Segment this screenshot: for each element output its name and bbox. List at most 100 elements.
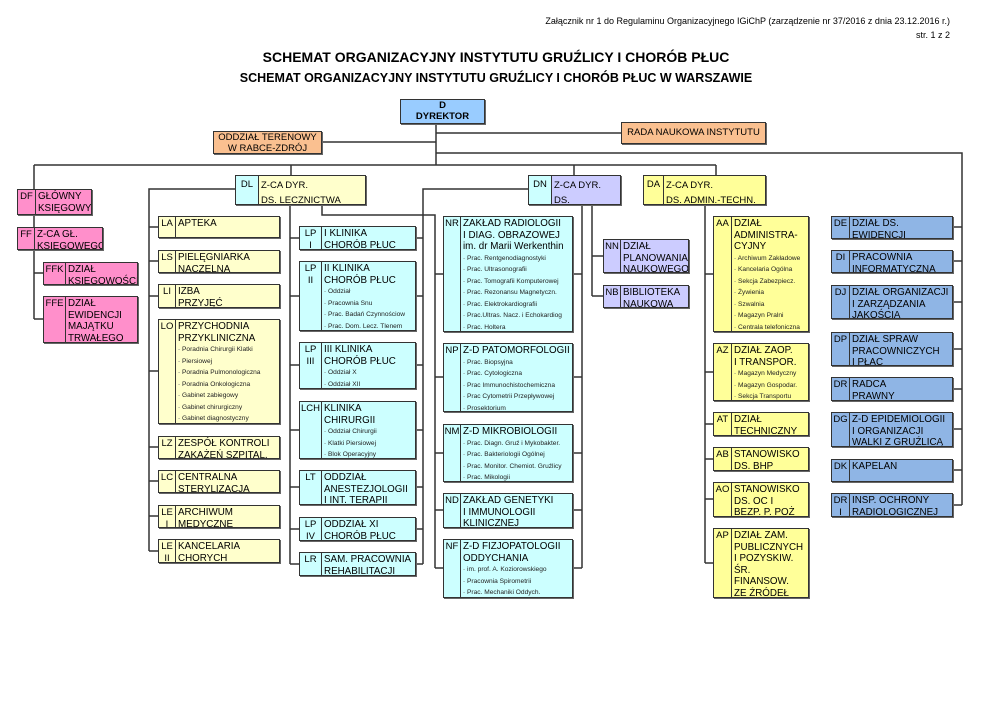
unit-body: Z-CA DYR. DS. LECZNICTWA	[259, 176, 342, 204]
sub-unit-item: Magazyn Gospodar.	[734, 380, 797, 392]
unit-body: KANCELARIA CHORYCH	[176, 540, 241, 562]
unit-name: Z-CA GŁ. KSIĘGOWEGO	[37, 229, 102, 249]
sub-unit-item: Oddział X	[324, 367, 396, 379]
unit-body: III KLINIKA CHORÓB PŁUCOddział XOddział …	[322, 343, 397, 388]
unit-code: LS	[159, 251, 176, 272]
sub-unit-item: Prac Immunochistochemiczna	[463, 380, 570, 392]
unit-name: DZIAŁ TECHNICZNY	[734, 414, 798, 435]
unit-name: STANOWISKO DS. BHP	[734, 449, 800, 470]
branch-office-box[interactable]: ODDZIAŁ TERENOWY W RABCE-ZDRÓJ	[213, 131, 322, 154]
unit-name: SAM. PRACOWNIA REHABILITACJI	[324, 554, 412, 575]
sub-unit-item: Blok Operacyjny	[324, 449, 414, 458]
unit-body: STANOWISKO DS. BHP	[732, 448, 801, 470]
director-box[interactable]: D DYREKTOR	[400, 99, 485, 124]
unit-body: I KLINIKA CHORÓB PŁUC	[322, 227, 397, 249]
unit-code: LZ	[159, 437, 176, 458]
unit-name: DZIAŁ EWIDENCJI MAJĄTKU TRWAŁEGO	[68, 298, 124, 342]
sub-unit-item: Prac. Mikologii	[463, 472, 562, 481]
unit-code: DR	[832, 378, 850, 400]
unit-box-np[interactable]: NPZ-D PATOMORFOLOGIIPrac. BiopsyjnaPrac.…	[443, 343, 573, 412]
unit-code: LE I	[159, 506, 176, 530]
unit-box-dn[interactable]: DNZ-CA DYR. DS. NAUKOWYCH	[528, 175, 621, 205]
sub-unit-item: Prac. Bakteriologii Ogólnej	[463, 449, 562, 461]
unit-body: KLINIKA CHIRURGIIOddział ChirurgiiKlatki…	[322, 402, 415, 458]
unit-body: Z-D EPIDEMIOLOGII I ORGANIZACJI WALKI Z …	[850, 413, 946, 446]
unit-body: PIELĘGNIARKA NACZELNA	[176, 251, 251, 272]
sub-unit-item: Poradnia Pulmonologiczna	[178, 367, 260, 379]
unit-box-nm[interactable]: NMZ-D MIKROBIOLOGIIPrac. Diagn. Gruź i M…	[443, 424, 573, 482]
unit-body: CENTRALNA STERYLIZACJA	[176, 471, 251, 492]
unit-code: LP I	[300, 227, 322, 251]
unit-name: Z-D FIZJOPATOLOGII ODDYCHANIA	[463, 541, 561, 564]
unit-name: DZIAŁ ZAM. PUBLICZNYCH I POZYSKIW. ŚR. F…	[734, 530, 804, 597]
scientific-council-box[interactable]: RADA NAUKOWA INSTYTUTU	[621, 122, 766, 144]
sub-unit-item: Prac. Mechaniki Oddych.	[463, 587, 560, 597]
unit-name: ARCHIWUM MEDYCZNE	[178, 507, 233, 527]
unit-code: AT	[714, 413, 732, 435]
unit-body: DZIAŁ EWIDENCJI MAJĄTKU TRWAŁEGO	[66, 297, 125, 342]
unit-body: PRZYCHODNIA PRZYKLINICZNAPoradnia Chirur…	[176, 320, 261, 423]
unit-code: FFK	[44, 263, 66, 284]
sub-unit-item: Klatki Piersiowej	[324, 438, 414, 450]
unit-name: Z-D MIKROBIOLOGII	[463, 426, 558, 437]
unit-code: AO	[714, 483, 732, 516]
unit-code: AA	[714, 217, 732, 331]
unit-name: PIELĘGNIARKA NACZELNA	[178, 252, 250, 272]
unit-name: IZBA PRZYJĘĆ	[178, 286, 223, 307]
sub-unit-item: Prac. Dom. Lecz. Tlenem	[324, 321, 405, 331]
unit-code: NP	[444, 344, 461, 411]
sub-unit-item: Prac. Cytologiczna	[463, 368, 570, 380]
sub-unit-item: Prac. Biopsyjna	[463, 357, 570, 369]
unit-name: Z-CA DYR. DS. NAUKOWYCH	[554, 180, 601, 204]
unit-code: FFE	[44, 297, 66, 342]
sub-unit-item: Prac.Ultras. Nacz. i Echokardiog	[463, 310, 564, 322]
sub-unit-item: Oddział Chirurgii	[324, 426, 414, 438]
director-name: DYREKTOR	[415, 111, 470, 122]
unit-name: GŁÓWNY KSIĘGOWY	[38, 191, 91, 214]
unit-box-nf[interactable]: NFZ-D FIZJOPATOLOGII ODDYCHANIAim. prof.…	[443, 539, 573, 598]
unit-code: NB	[604, 286, 621, 307]
unit-body: DZIAŁ TECHNICZNY	[732, 413, 798, 435]
